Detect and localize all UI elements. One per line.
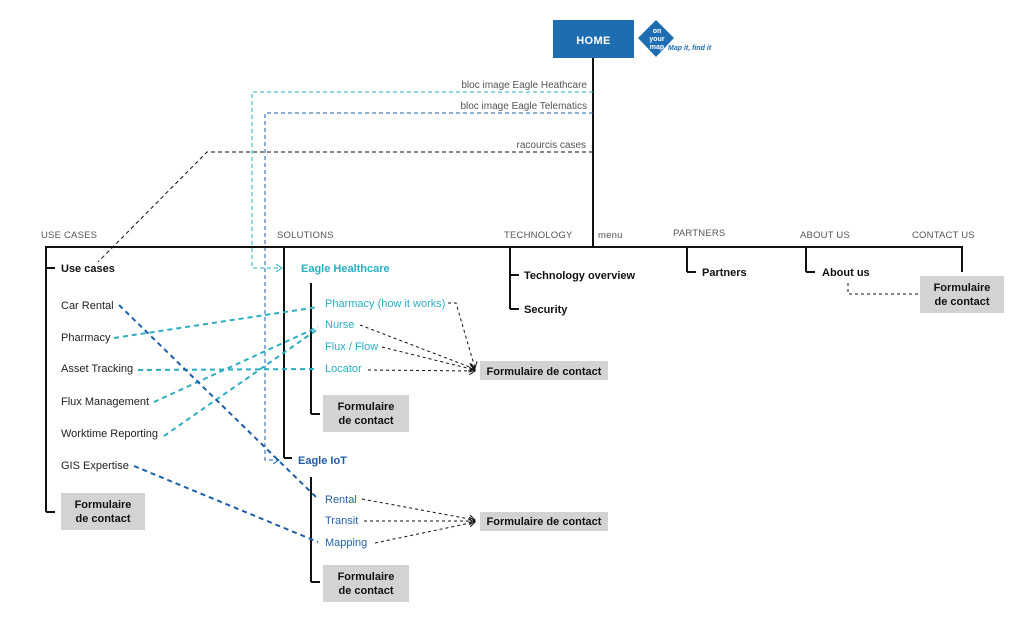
about-us-page[interactable]: About us — [822, 267, 870, 279]
use-cases-contact-form[interactable]: Formulaire de contact — [61, 493, 145, 530]
svg-text:Formulaire: Formulaire — [75, 499, 132, 511]
solution-eagle-iot[interactable]: Eagle IoT — [298, 455, 347, 467]
svg-text:de contact: de contact — [338, 415, 393, 427]
use-case-worktime-reporting[interactable]: Worktime Reporting — [61, 428, 158, 440]
section-technology[interactable]: TECHNOLOGY — [504, 230, 573, 241]
svg-text:de contact: de contact — [75, 513, 130, 525]
healthcare-contact-form[interactable]: Formulaire de contact — [323, 395, 409, 432]
svg-text:Formulaire de contact: Formulaire de contact — [487, 366, 602, 378]
use-cases-title[interactable]: Use cases — [61, 263, 115, 275]
section-contact-us[interactable]: CONTACT US — [912, 230, 975, 241]
iot-shared-contact-form[interactable]: Formulaire de contact — [480, 512, 608, 531]
shortcuts-link — [97, 151, 593, 263]
iot-form-connectors — [361, 498, 475, 544]
svg-text:Formulaire: Formulaire — [338, 571, 395, 583]
about-us-contact-link — [847, 283, 920, 295]
home-node[interactable]: HOME — [553, 20, 634, 58]
use-case-pharmacy[interactable]: Pharmacy — [61, 332, 111, 344]
iot-transit[interactable]: Transit — [325, 515, 358, 527]
healthcare-image-link — [251, 91, 593, 268]
use-case-car-rental[interactable]: Car Rental — [61, 300, 114, 312]
healthcare-flux-flow[interactable]: Flux / Flow — [325, 341, 378, 353]
logo-tagline: Map it, find it — [668, 45, 712, 52]
iot-mapping[interactable]: Mapping — [325, 537, 367, 549]
link-gis-expertise-mapping — [133, 465, 319, 543]
link-flux-management-nurse — [153, 326, 319, 403]
use-case-asset-tracking[interactable]: Asset Tracking — [61, 363, 133, 375]
logo-line-map: map — [650, 44, 664, 51]
svg-text:de contact: de contact — [338, 585, 393, 597]
iot-rental[interactable]: Rental — [325, 494, 357, 506]
contact-us-contact-form[interactable]: Formulaire de contact — [920, 276, 1004, 313]
svg-text:HOME: HOME — [576, 35, 611, 47]
svg-text:Formulaire: Formulaire — [934, 282, 991, 294]
telematics-image-label: bloc image Eagle Telematics — [460, 101, 587, 112]
logo-line-on: on — [653, 28, 662, 35]
menu-label: menu — [598, 230, 623, 241]
onyourmap-logo: on your map Map it, find it — [638, 20, 712, 57]
section-partners[interactable]: PARTNERS — [673, 228, 725, 239]
partners-page[interactable]: Partners — [702, 267, 747, 279]
link-car-rental-rental — [118, 304, 319, 500]
technology-overview[interactable]: Technology overview — [524, 270, 635, 282]
section-use-cases[interactable]: USE CASES — [41, 230, 97, 241]
use-case-gis-expertise[interactable]: GIS Expertise — [61, 460, 129, 472]
healthcare-locator[interactable]: Locator — [325, 363, 362, 375]
healthcare-pharmacy[interactable]: Pharmacy (how it works) — [325, 298, 445, 310]
healthcare-shared-contact-form[interactable]: Formulaire de contact — [480, 361, 608, 380]
use-case-cross-links — [113, 304, 319, 543]
svg-text:de contact: de contact — [934, 296, 989, 308]
svg-text:Formulaire: Formulaire — [338, 401, 395, 413]
use-case-flux-management[interactable]: Flux Management — [61, 396, 149, 408]
iot-contact-form[interactable]: Formulaire de contact — [323, 565, 409, 602]
healthcare-form-connectors — [359, 302, 475, 371]
svg-text:Formulaire de contact: Formulaire de contact — [487, 516, 602, 528]
link-pharmacy-healthcare — [113, 306, 319, 339]
link-worktime-reporting-nurse — [163, 328, 319, 437]
shortcuts-label: racourcis cases — [517, 140, 586, 151]
healthcare-image-label: bloc image Eagle Heathcare — [461, 80, 587, 91]
healthcare-nurse[interactable]: Nurse — [325, 319, 354, 331]
link-asset-tracking-locator — [137, 368, 319, 371]
logo-line-your: your — [649, 36, 664, 43]
solution-eagle-healthcare[interactable]: Eagle Healthcare — [301, 263, 390, 275]
technology-security[interactable]: Security — [524, 304, 568, 316]
logo-diamond-icon — [638, 20, 674, 57]
section-about-us[interactable]: ABOUT US — [800, 230, 850, 241]
section-solutions[interactable]: SOLUTIONS — [277, 230, 334, 241]
telematics-image-link — [264, 112, 593, 460]
